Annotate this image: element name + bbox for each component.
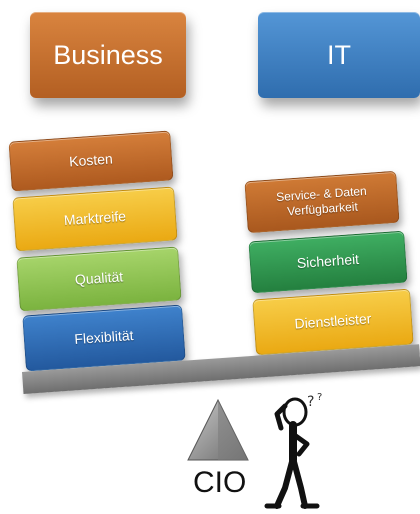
fulcrum-triangle-icon xyxy=(187,398,249,461)
factor-marktreife-box: Marktreife xyxy=(12,186,178,252)
svg-text:?: ? xyxy=(307,394,314,410)
factor-service-verfuegbarkeit-box: Service- & Daten Verfügbarkeit xyxy=(244,170,400,234)
factor-sicherheit-box: Sicherheit xyxy=(248,230,408,294)
factor-dienstleister-label: Dienstleister xyxy=(293,310,372,332)
factor-flexibilitaet-label: Flexiblität xyxy=(73,327,134,348)
factor-kosten-label: Kosten xyxy=(68,150,114,170)
factor-qualitaet-label: Qualität xyxy=(74,268,124,288)
svg-text:?: ? xyxy=(317,392,322,403)
cio-label: CIO xyxy=(193,466,247,499)
factor-qualitaet-box: Qualität xyxy=(16,246,182,312)
factor-sicherheit-label: Sicherheit xyxy=(296,251,360,272)
it-header-label: IT xyxy=(327,39,351,70)
factor-marktreife-label: Marktreife xyxy=(63,208,127,229)
business-header-box: Business xyxy=(30,12,186,98)
thinking-person-icon: ? ? xyxy=(264,392,322,509)
business-header-label: Business xyxy=(53,39,163,70)
factor-kosten-box: Kosten xyxy=(8,130,174,192)
it-header-box: IT xyxy=(258,12,420,98)
